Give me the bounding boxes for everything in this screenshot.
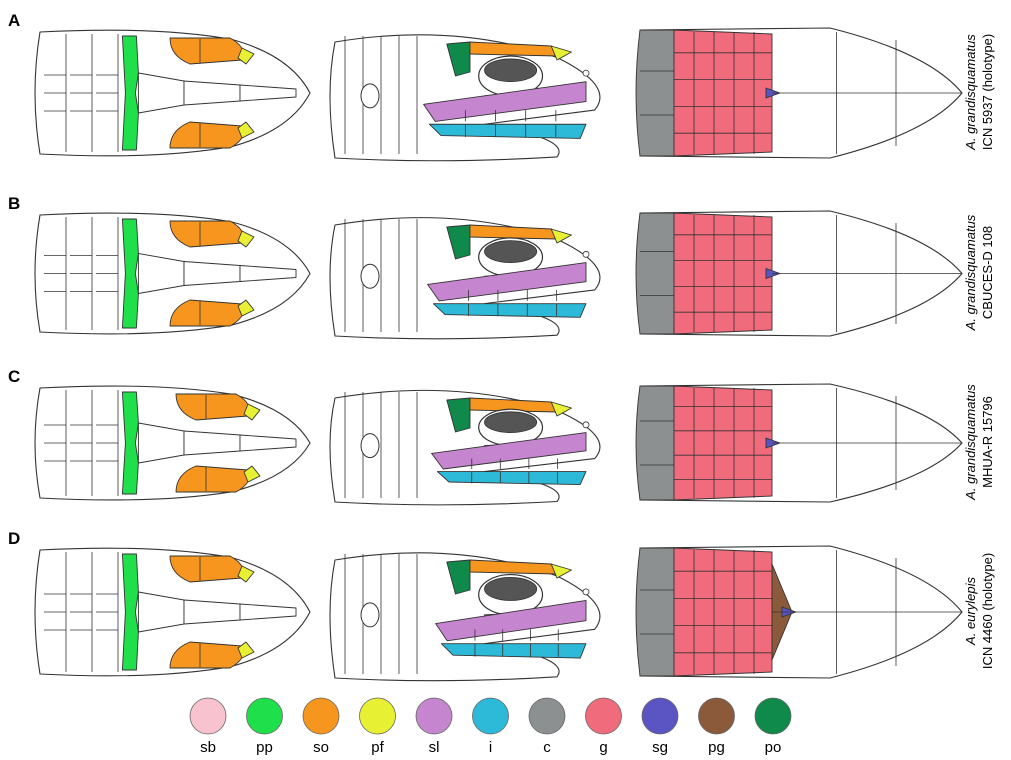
legend-swatch (473, 698, 509, 734)
legend-swatch (642, 698, 678, 734)
eye-pupil (485, 412, 537, 433)
legend-item-i: i (473, 698, 509, 756)
legend-label: sl (429, 739, 440, 756)
supraocular-band (470, 560, 557, 574)
legend-swatch (247, 698, 283, 734)
infralabial-scales (437, 472, 586, 485)
legend-label: sg (652, 739, 668, 756)
specimen-number: MHUA-R 15796 (980, 396, 995, 488)
legend-item-pg: pg (699, 698, 735, 756)
nostril (583, 589, 589, 595)
collar-scales (636, 213, 674, 334)
specimen-number: CBUCES-D 108 (980, 226, 995, 319)
species-name: A. eurylepis (963, 577, 978, 646)
specimen-number: ICN 4460 (holotype) (980, 553, 995, 669)
legend-label: i (489, 739, 492, 756)
legend: sb pp so pf sl i c g sg pg po (190, 698, 791, 756)
panel-letter: C (8, 367, 20, 386)
legend-swatch (360, 698, 396, 734)
panel-letter: A (8, 11, 20, 30)
ear-opening (361, 264, 379, 288)
legend-label: sb (200, 739, 216, 756)
legend-label: pf (371, 739, 384, 756)
frontal-shield (184, 262, 240, 286)
panel-letter: B (8, 194, 20, 213)
frontal-shield (184, 81, 240, 105)
legend-swatch (190, 698, 226, 734)
collar-scales (636, 548, 674, 676)
ear-opening (361, 84, 379, 108)
legend-swatch (529, 698, 565, 734)
collar-scales (636, 386, 674, 500)
legend-item-sb: sb (190, 698, 226, 756)
nostril (583, 251, 589, 257)
species-name: A. grandisquamatus (963, 214, 978, 331)
legend-label: po (765, 739, 782, 756)
nostril (583, 70, 589, 76)
species-name: A. grandisquamatus (963, 384, 978, 501)
legend-swatch (303, 698, 339, 734)
legend-item-g: g (586, 698, 622, 756)
legend-label: pp (256, 739, 273, 756)
legend-item-so: so (303, 698, 339, 756)
supraocular-band (470, 42, 557, 56)
gular-scales (674, 386, 772, 500)
species-name: A. grandisquamatus (963, 34, 978, 151)
frontal-shield (184, 431, 240, 455)
ear-opening (361, 434, 379, 458)
gular-scales (674, 30, 772, 156)
panel-letter: D (8, 529, 20, 548)
legend-item-po: po (755, 698, 791, 756)
specimen-number: ICN 5937 (holotype) (980, 34, 995, 150)
legend-swatch (755, 698, 791, 734)
legend-item-pf: pf (360, 698, 396, 756)
legend-item-sg: sg (642, 698, 678, 756)
collar-scales (636, 30, 674, 156)
legend-label: so (313, 739, 329, 756)
legend-item-sl: sl (416, 698, 452, 756)
eye-pupil (485, 577, 537, 600)
eye-pupil (485, 59, 537, 82)
legend-label: g (599, 739, 607, 756)
legend-item-c: c (529, 698, 565, 756)
legend-label: c (543, 739, 551, 756)
gular-scales (674, 548, 772, 676)
gular-scales (674, 213, 772, 334)
nostril (583, 422, 589, 428)
eye-pupil (485, 241, 537, 263)
supraocular-band (470, 225, 557, 239)
ear-opening (361, 603, 379, 627)
legend-item-pp: pp (247, 698, 283, 756)
legend-swatch (586, 698, 622, 734)
legend-swatch (699, 698, 735, 734)
legend-swatch (416, 698, 452, 734)
panel-row-c: C A. grandisquamatusMHUA-R 15796 (8, 367, 995, 505)
frontal-shield (184, 600, 240, 624)
legend-label: pg (708, 739, 725, 756)
